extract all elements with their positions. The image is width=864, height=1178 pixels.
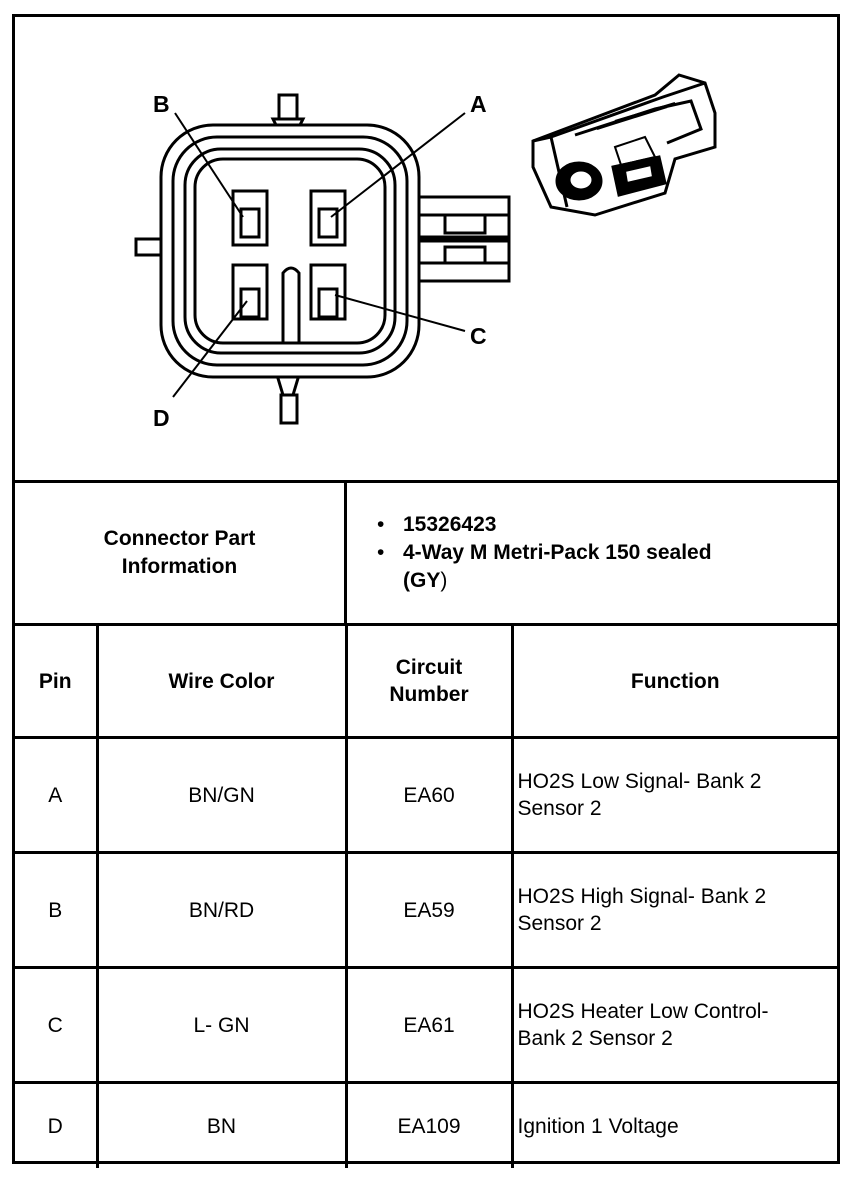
pin-label-a: A [470,91,487,117]
terminal-B [231,189,269,247]
cell-circuit: EA109 [344,1081,514,1168]
cell-wire-color: BN [95,1081,348,1168]
cell-pin: C [15,966,99,1084]
pin-label-d: D [153,405,170,431]
cell-function: Ignition 1 Voltage [510,1081,837,1168]
info-label-line1: Connector Part [103,527,256,550]
part-description: 4-Way M Metri-Pack 150 sealed(GY) [347,539,827,595]
cell-wire-color: BN/RD [95,851,348,969]
part-number: 15326423 [347,511,827,539]
connector-info-label: Connector Part Information [15,483,347,623]
terminal-C [309,263,347,321]
connector-part-info: Connector Part Information 15326423 4-Wa… [15,483,837,626]
connector-info-list: 15326423 4-Way M Metri-Pack 150 sealed(G… [347,511,827,595]
cell-wire-color: BN/GN [95,736,348,854]
pin-label-c: C [470,323,487,349]
connector-diagram: B A C D [15,17,837,483]
connector-face-drawing [134,73,717,425]
cell-wire-color: L- GN [95,966,348,1084]
cell-circuit: EA60 [344,736,514,854]
connector-side-view [531,73,717,217]
cell-function: HO2S Heater Low Control-Bank 2 Sensor 2 [510,966,837,1084]
cell-pin: B [15,851,99,969]
table-row: D BN EA109 Ignition 1 Voltage [15,1081,837,1168]
cell-pin: A [15,736,99,854]
info-label-line2: Information [121,555,238,578]
pin-label-b: B [153,91,170,117]
terminal-A [309,189,347,247]
terminal-D [231,263,269,321]
cell-circuit: EA61 [344,966,514,1084]
table-row: C L- GN EA61 HO2S Heater Low Control-Ban… [15,966,837,1084]
cell-circuit: EA59 [344,851,514,969]
header-pin: Pin [15,626,99,739]
cell-pin: D [15,1081,99,1168]
header-wire-color: Wire Color [95,626,348,739]
header-function: Function [510,626,837,739]
connector-sheet: B A C D Connector Part Information 15326… [12,14,840,1168]
